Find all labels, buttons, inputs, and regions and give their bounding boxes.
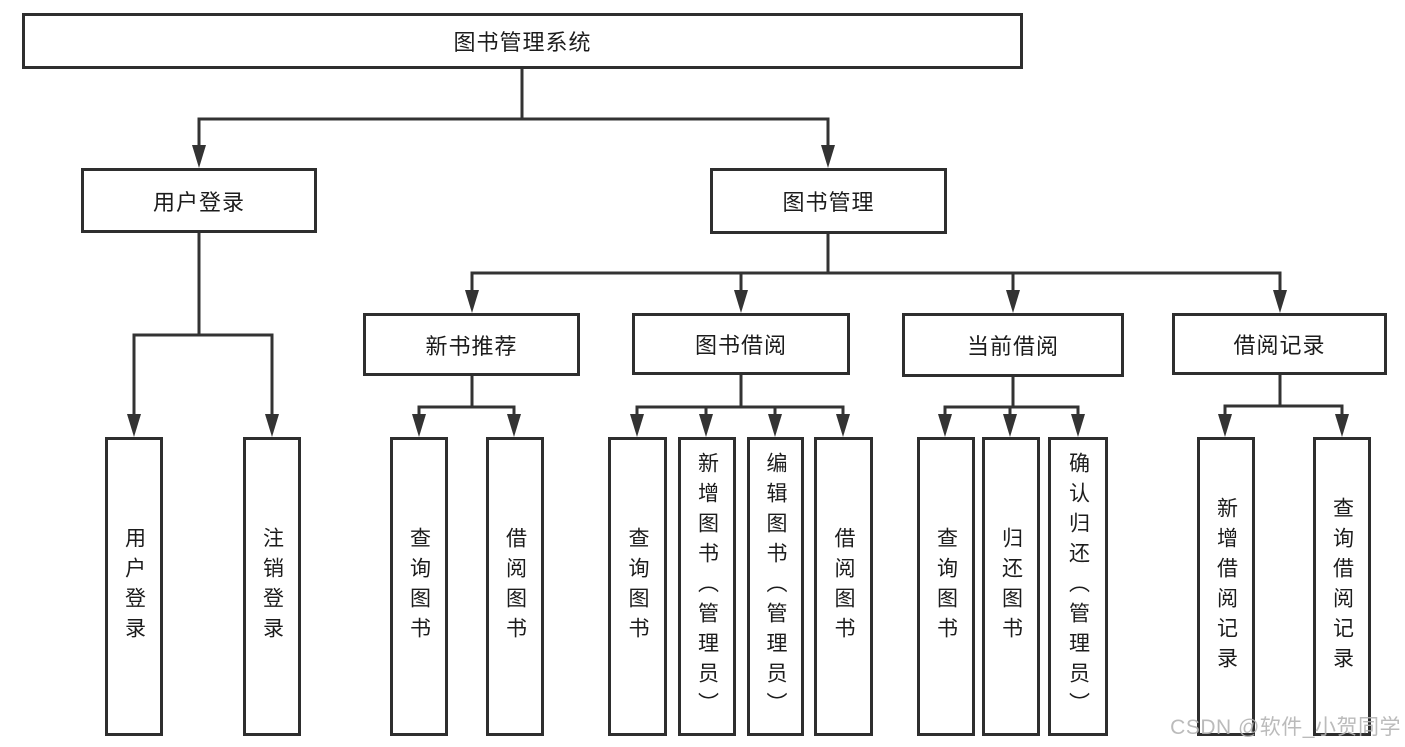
node-current-borrowing: 当前借阅 (902, 313, 1124, 377)
leaf-records-query-record: 查询借阅记录 (1313, 437, 1371, 736)
leaf-current-confirm-return-admin: 确认归还（管理员） (1048, 437, 1108, 736)
leaf-logout: 注销登录 (243, 437, 301, 736)
node-user-login-group-label: 用户登录 (152, 189, 245, 215)
node-root-label: 图书管理系统 (453, 30, 592, 55)
leaf-user-login: 用户登录 (105, 437, 163, 736)
leaf-borrow-add-books-admin: 新增图书（管理员） (678, 437, 736, 736)
leaf-current-query-books-label: 查询图书 (934, 526, 958, 647)
leaf-rec-query-books: 查询图书 (390, 437, 448, 736)
leaf-records-add-record: 新增借阅记录 (1197, 437, 1255, 736)
leaf-borrow-borrow-books: 借阅图书 (814, 437, 873, 736)
leaf-records-add-record-label: 新增借阅记录 (1214, 496, 1238, 677)
node-new-book-recommend: 新书推荐 (363, 313, 580, 376)
leaf-current-return-books: 归还图书 (982, 437, 1040, 736)
node-new-book-recommend-label: 新书推荐 (425, 333, 518, 359)
node-root: 图书管理系统 (22, 13, 1023, 69)
leaf-borrow-borrow-books-label: 借阅图书 (832, 526, 855, 647)
leaf-rec-query-books-label: 查询图书 (407, 526, 431, 647)
node-user-login-group: 用户登录 (81, 168, 317, 233)
leaf-borrow-edit-books-admin: 编辑图书（管理员） (747, 437, 804, 736)
leaf-borrow-query-books: 查询图书 (608, 437, 667, 736)
leaf-rec-borrow-books: 借阅图书 (486, 437, 544, 736)
leaf-logout-label: 注销登录 (260, 526, 284, 647)
leaf-current-return-books-label: 归还图书 (999, 526, 1023, 647)
node-book-management-group-label: 图书管理 (782, 190, 875, 215)
leaf-borrow-edit-books-admin-label: 编辑图书（管理员） (764, 451, 787, 722)
node-borrowing-records-label: 借阅记录 (1233, 333, 1326, 358)
leaf-rec-borrow-books-label: 借阅图书 (503, 526, 527, 647)
leaf-records-query-record-label: 查询借阅记录 (1330, 496, 1354, 677)
csdn-watermark: CSDN @软件_小贺同学 (1170, 716, 1401, 739)
leaf-current-query-books: 查询图书 (917, 437, 975, 736)
node-book-borrowing: 图书借阅 (632, 313, 850, 375)
leaf-borrow-query-books-label: 查询图书 (626, 526, 649, 647)
leaf-borrow-add-books-admin-label: 新增图书（管理员） (695, 451, 719, 722)
arrowhead-icons (127, 145, 1349, 437)
leaf-current-confirm-return-admin-label: 确认归还（管理员） (1066, 451, 1090, 722)
leaf-user-login-label: 用户登录 (122, 526, 146, 647)
node-current-borrowing-label: 当前借阅 (966, 334, 1059, 359)
node-book-borrowing-label: 图书借阅 (694, 333, 787, 358)
node-book-management-group: 图书管理 (710, 168, 947, 234)
node-borrowing-records: 借阅记录 (1172, 313, 1387, 375)
